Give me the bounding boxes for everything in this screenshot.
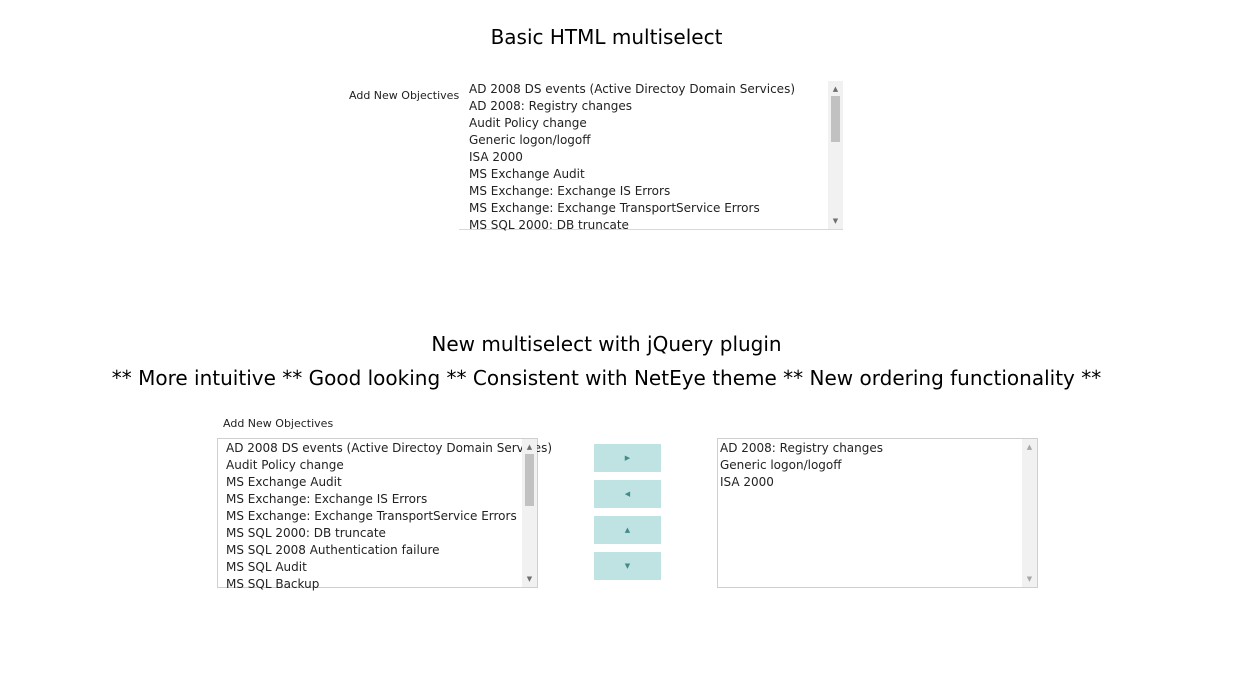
list-option[interactable]: MS Exchange Audit bbox=[469, 167, 585, 181]
move-up-button[interactable]: ▲ bbox=[594, 516, 661, 544]
basic-objectives-select[interactable]: AD 2008 DS events (Active Directoy Domai… bbox=[459, 80, 843, 232]
plugin-section-title: New multiselect with jQuery plugin bbox=[431, 332, 782, 356]
selected-objectives-list[interactable]: AD 2008: Registry changes Generic logon/… bbox=[717, 438, 1038, 588]
scroll-thumb[interactable] bbox=[525, 454, 534, 506]
list-option[interactable]: AD 2008 DS events (Active Directoy Domai… bbox=[469, 82, 795, 96]
move-left-button[interactable]: ◀ bbox=[594, 480, 661, 508]
list-option[interactable]: MS SQL 2000: DB truncate bbox=[469, 218, 629, 232]
list-option[interactable]: ISA 2000 bbox=[720, 475, 774, 489]
list-option[interactable]: AD 2008: Registry changes bbox=[469, 99, 633, 113]
available-list-scrollbar[interactable]: ▲ ▼ bbox=[522, 439, 537, 587]
scroll-up-icon[interactable]: ▲ bbox=[526, 443, 533, 451]
list-option[interactable]: ISA 2000 bbox=[469, 150, 523, 164]
list-option[interactable]: MS SQL 2008 Authentication failure bbox=[226, 543, 440, 557]
move-down-button[interactable]: ▼ bbox=[594, 552, 661, 580]
list-option[interactable]: Audit Policy change bbox=[469, 116, 587, 130]
arrow-right-icon: ▶ bbox=[624, 454, 631, 462]
scroll-down-icon[interactable]: ▼ bbox=[526, 575, 533, 583]
list-option[interactable]: MS SQL Audit bbox=[226, 560, 307, 574]
scroll-up-icon[interactable]: ▲ bbox=[832, 85, 839, 93]
move-right-button[interactable]: ▶ bbox=[594, 444, 661, 472]
basic-list-scrollbar[interactable]: ▲ ▼ bbox=[828, 81, 843, 229]
basic-add-objectives-label: Add New Objectives bbox=[349, 89, 460, 102]
arrow-left-icon: ◀ bbox=[624, 490, 631, 498]
list-option[interactable]: MS Exchange: Exchange IS Errors bbox=[226, 492, 428, 506]
list-option[interactable]: Generic logon/logoff bbox=[469, 133, 591, 147]
scroll-down-icon[interactable]: ▼ bbox=[1026, 575, 1033, 583]
arrow-up-icon: ▲ bbox=[624, 526, 631, 534]
arrow-down-icon: ▼ bbox=[624, 562, 631, 570]
list-option[interactable]: AD 2008: Registry changes bbox=[720, 441, 884, 455]
list-option[interactable]: Generic logon/logoff bbox=[720, 458, 842, 472]
available-options-list: AD 2008 DS events (Active Directoy Domai… bbox=[226, 440, 552, 593]
scroll-up-icon[interactable]: ▲ bbox=[1026, 443, 1033, 451]
list-option[interactable]: MS Exchange: Exchange TransportService E… bbox=[469, 201, 760, 215]
plugin-section-subtitle: ** More intuitive ** Good looking ** Con… bbox=[111, 366, 1102, 390]
plugin-add-objectives-label: Add New Objectives bbox=[223, 417, 334, 430]
list-option[interactable]: MS SQL 2000: DB truncate bbox=[226, 526, 386, 540]
list-option[interactable]: MS SQL Backup bbox=[226, 577, 320, 591]
list-option[interactable]: MS Exchange Audit bbox=[226, 475, 342, 489]
list-option[interactable]: AD 2008 DS events (Active Directoy Domai… bbox=[226, 441, 552, 455]
basic-section-title: Basic HTML multiselect bbox=[490, 25, 723, 49]
scroll-down-icon[interactable]: ▼ bbox=[832, 217, 839, 225]
list-option[interactable]: MS Exchange: Exchange TransportService E… bbox=[226, 509, 517, 523]
selected-options-list: AD 2008: Registry changes Generic logon/… bbox=[720, 440, 883, 491]
available-objectives-list[interactable]: AD 2008 DS events (Active Directoy Domai… bbox=[217, 438, 552, 591]
selected-list-scrollbar[interactable]: ▲ ▼ bbox=[1022, 439, 1037, 587]
scroll-thumb[interactable] bbox=[831, 96, 840, 142]
basic-options-list: AD 2008 DS events (Active Directoy Domai… bbox=[469, 81, 795, 234]
list-option[interactable]: Audit Policy change bbox=[226, 458, 344, 472]
list-option[interactable]: MS Exchange: Exchange IS Errors bbox=[469, 184, 671, 198]
